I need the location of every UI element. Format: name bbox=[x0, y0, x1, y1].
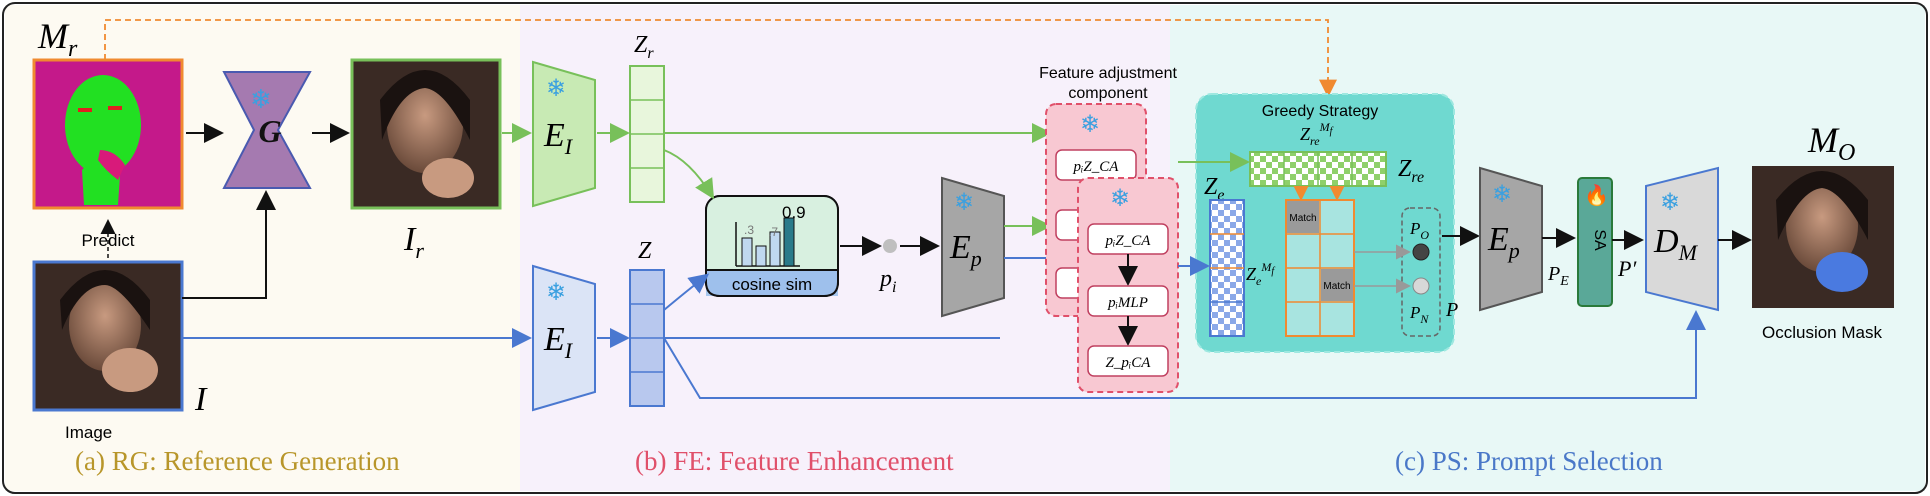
fac-box-zca-label: Z_pᵢCA bbox=[1106, 355, 1152, 371]
match-grid bbox=[1285, 199, 1355, 337]
fire-icon: 🔥 bbox=[1584, 183, 1609, 207]
arrow-z-to-cos bbox=[663, 273, 710, 311]
ref-image-label: Ir bbox=[403, 221, 424, 263]
cosine-label: cosine sim bbox=[732, 275, 812, 294]
image-encoder-input bbox=[532, 264, 596, 412]
image-encoder-input-label: EI bbox=[543, 321, 574, 363]
pi-label: pi bbox=[878, 266, 896, 296]
arrow-image-to-g bbox=[182, 190, 276, 299]
p-label: P bbox=[1445, 299, 1458, 321]
fac-title-1: Feature adjustment bbox=[1039, 65, 1177, 82]
ze-label: Ze bbox=[1204, 174, 1224, 204]
p-prime-label: P′ bbox=[1617, 256, 1637, 281]
svg-text:.7: .7 bbox=[768, 225, 778, 239]
mask-ref-label: Mr bbox=[37, 16, 78, 62]
prompt-encoder-ps bbox=[1479, 166, 1543, 312]
occlusion-mask-image bbox=[1752, 166, 1894, 308]
prompt-encoder-fe bbox=[941, 176, 1005, 318]
mask-decoder bbox=[1645, 166, 1719, 312]
fac-box-zca bbox=[1087, 345, 1169, 377]
pi-dot bbox=[883, 239, 897, 253]
arrow-zr-to-cos bbox=[663, 149, 715, 200]
fe-section-title: (b) FE: Feature Enhancement bbox=[635, 446, 954, 476]
prompt-candidates-box bbox=[1401, 207, 1441, 337]
snowflake-icon: ❄ bbox=[1492, 181, 1512, 208]
snowflake-icon: ❄ bbox=[1660, 189, 1680, 216]
input-image bbox=[32, 260, 184, 412]
greedy-label: Greedy Strategy bbox=[1262, 103, 1379, 120]
generator-label: G bbox=[258, 113, 281, 149]
snowflake-icon: ❄ bbox=[546, 279, 566, 306]
zre-top-label: ZreMf bbox=[1300, 120, 1334, 148]
fac-box-back-label: pᵢZ_CA bbox=[1073, 159, 1120, 175]
zr-feature-stack bbox=[629, 65, 665, 203]
arrow-z-to-decoder bbox=[663, 310, 1706, 399]
occlusion-mask-caption: Occlusion Mask bbox=[1762, 323, 1882, 342]
snowflake-icon: ❄ bbox=[1110, 185, 1130, 212]
pn-label: PN bbox=[1409, 303, 1429, 326]
mask-ref-image bbox=[32, 58, 184, 210]
ze-mf-label: ZeMf bbox=[1246, 260, 1275, 288]
po-label: PO bbox=[1409, 219, 1429, 242]
svg-text:.3: .3 bbox=[744, 223, 754, 237]
mask-feedback-arrow bbox=[104, 19, 1337, 98]
image-caption: Image bbox=[65, 423, 112, 442]
ps-section-title: (c) PS: Prompt Selection bbox=[1395, 446, 1663, 476]
z-label: Z bbox=[638, 238, 652, 264]
self-attention-block bbox=[1577, 177, 1613, 307]
match-cell-1: Match bbox=[1289, 213, 1316, 224]
snowflake-icon: ❄ bbox=[546, 75, 566, 102]
match-cell-2: Match bbox=[1323, 281, 1350, 292]
prompt-encoder-ps-label: Ep bbox=[1487, 221, 1520, 263]
zre-label: Zre bbox=[1398, 156, 1424, 186]
output-mask-label: MO bbox=[1807, 120, 1855, 166]
snowflake-icon: ❄ bbox=[250, 84, 272, 114]
fac-box-ca-label: pᵢZ_CA bbox=[1105, 233, 1152, 249]
fac-box-mlp-label: pᵢMLP bbox=[1107, 295, 1148, 311]
cosine-value: 0.9 bbox=[782, 203, 806, 222]
prompt-encoder-fe-label: Ep bbox=[949, 229, 982, 271]
z-feature-stack bbox=[629, 269, 665, 407]
cosine-bars: .3 .7 bbox=[735, 217, 800, 267]
fac-title-2: component bbox=[1068, 85, 1148, 102]
pe-label: PE bbox=[1547, 263, 1569, 289]
po-dot bbox=[1412, 243, 1430, 261]
mask-decoder-label: DM bbox=[1653, 223, 1699, 265]
snowflake-icon: ❄ bbox=[1080, 111, 1100, 138]
image-symbol: I bbox=[194, 381, 208, 418]
rg-section-title: (a) RG: Reference Generation bbox=[75, 446, 400, 476]
image-encoder-ref bbox=[532, 60, 596, 208]
pn-dot bbox=[1412, 277, 1430, 295]
ref-image bbox=[350, 58, 502, 210]
generator-block bbox=[222, 71, 312, 189]
image-encoder-ref-label: EI bbox=[543, 117, 574, 159]
sa-label: SA bbox=[1591, 229, 1608, 251]
zr-label: Zr bbox=[634, 32, 654, 62]
snowflake-icon: ❄ bbox=[954, 189, 974, 216]
